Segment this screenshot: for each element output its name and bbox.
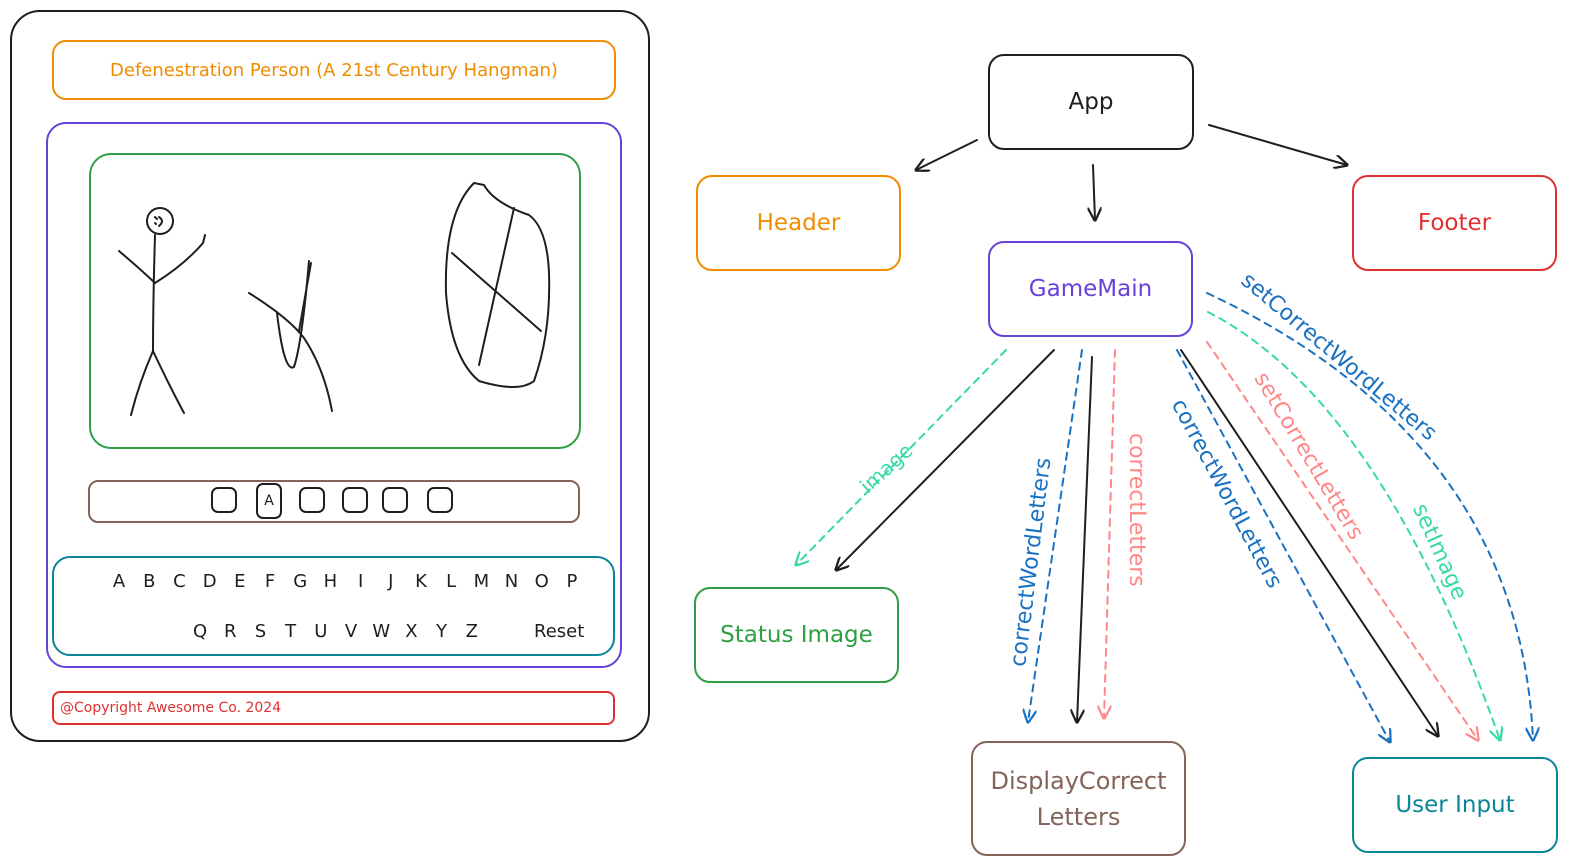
wireframe-footer: @Copyright Awesome Co. 2024 [52, 691, 615, 725]
letter-key-j[interactable]: J [388, 571, 394, 592]
node-gamemain-label: GameMain [1028, 276, 1153, 302]
letter-key-r[interactable]: R [224, 621, 237, 642]
wireframe-display-letters [88, 480, 580, 523]
edge-setimage [1207, 311, 1500, 740]
node-user-input-label: User Input [1395, 792, 1515, 818]
edge-correctwordletters-b [1176, 349, 1390, 742]
node-header: Header [696, 175, 901, 271]
wireframe-title: Defenestration Person (A 21st Century Ha… [110, 59, 558, 81]
revealed-letter: A [264, 493, 274, 509]
edge-app-footer [1208, 124, 1347, 165]
stick-figure-head [146, 207, 174, 235]
letter-key-u[interactable]: U [314, 621, 328, 642]
edge-setcorrectwordletters [1206, 292, 1533, 740]
letter-key-l[interactable]: L [446, 571, 457, 592]
label-correctletters: correctLetters [1124, 433, 1149, 587]
letter-key-y[interactable]: Y [436, 621, 448, 642]
letter-key-q[interactable]: Q [193, 621, 208, 642]
edge-app-gamemain [1093, 164, 1095, 220]
letter-key-t[interactable]: T [285, 621, 297, 642]
copyright-text: @Copyright Awesome Co. 2024 [60, 700, 282, 716]
edge-image-prop [796, 349, 1007, 565]
letter-key-h[interactable]: H [323, 571, 338, 592]
letter-key-z[interactable]: Z [465, 621, 478, 642]
letter-key-b[interactable]: B [143, 571, 156, 592]
edge-correctletters [1104, 349, 1116, 718]
letter-key-w[interactable]: W [372, 621, 391, 642]
wireframe-user-input [52, 556, 615, 656]
letter-key-i[interactable]: I [357, 571, 364, 592]
node-header-label: Header [756, 210, 841, 236]
node-gamemain: GameMain [988, 241, 1193, 337]
edge-setcorrectletters [1206, 341, 1478, 740]
node-footer: Footer [1352, 175, 1557, 271]
letter-slot [342, 487, 368, 513]
letter-key-x[interactable]: X [405, 621, 418, 642]
node-display-label-line2: Letters [1036, 802, 1121, 831]
edge-correctwordletters-a [1028, 349, 1083, 722]
letter-key-m[interactable]: M [473, 571, 490, 592]
letter-key-s[interactable]: S [254, 621, 267, 642]
node-user-input: User Input [1352, 757, 1558, 853]
node-app: App [988, 54, 1194, 150]
letter-slot [382, 487, 408, 513]
node-display-label-line1: DisplayCorrect [990, 766, 1167, 795]
node-status-image: Status Image [694, 587, 899, 683]
letter-key-d[interactable]: D [202, 571, 217, 592]
letter-slot-revealed: A [256, 483, 282, 519]
node-footer-label: Footer [1417, 210, 1492, 236]
letter-slot [299, 487, 325, 513]
letter-key-f[interactable]: F [264, 571, 276, 592]
letter-slot [211, 487, 237, 513]
edge-gamemain-status [836, 349, 1055, 570]
reset-button[interactable]: Reset [534, 621, 585, 642]
edge-app-header [916, 139, 978, 170]
node-display-correct-letters: DisplayCorrect Letters [971, 741, 1186, 856]
letter-key-c[interactable]: C [173, 571, 186, 592]
node-app-label: App [1068, 89, 1114, 115]
letter-key-k[interactable]: K [415, 571, 427, 592]
letter-key-o[interactable]: O [534, 571, 549, 592]
wireframe-header: Defenestration Person (A 21st Century Ha… [52, 40, 616, 100]
letter-key-g[interactable]: G [293, 571, 308, 592]
hangman-sketch [118, 182, 551, 416]
wireframe-gamemain [46, 122, 622, 668]
node-status-image-label: Status Image [720, 622, 873, 648]
edge-gamemain-display [1077, 356, 1093, 722]
letter-key-p[interactable]: P [566, 571, 578, 592]
letter-key-e[interactable]: E [234, 571, 246, 592]
letter-key-a[interactable]: A [112, 571, 126, 592]
wireframe-status-image [89, 153, 581, 449]
letter-key-v[interactable]: V [344, 621, 358, 642]
edge-gamemain-userinput [1180, 349, 1438, 736]
letter-slot [427, 487, 453, 513]
app-wireframe-frame [10, 10, 650, 742]
letter-key-n[interactable]: N [504, 571, 519, 592]
